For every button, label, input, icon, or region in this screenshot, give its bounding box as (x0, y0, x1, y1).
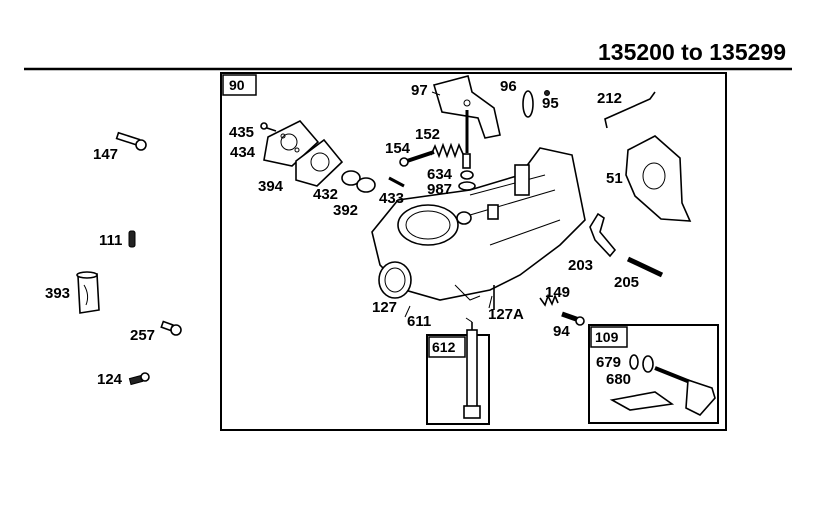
carburetor-body-127-icon (371, 147, 586, 310)
ring-392-icon (356, 177, 376, 193)
model-range-title: 135200 to 135299 (598, 39, 786, 65)
gasket-51-icon (625, 135, 692, 222)
label-96: 96 (500, 78, 517, 95)
pin-205-icon (626, 256, 664, 278)
label-435: 435 (229, 124, 254, 141)
label-987: 987 (427, 181, 452, 198)
label-679: 679 (596, 354, 621, 371)
plug-96-icon (522, 90, 534, 118)
label-680: 680 (606, 371, 631, 388)
pin-433-icon (388, 176, 405, 188)
label-212: 212 (597, 90, 622, 107)
gasket-394-icon (295, 138, 344, 187)
washer-680-icon (642, 355, 654, 373)
label-124: 124 (97, 371, 123, 388)
label-95: 95 (542, 95, 559, 112)
screw-257-icon (160, 320, 182, 336)
pin-111-icon (128, 230, 136, 248)
spring-149-icon (539, 293, 559, 307)
assembly-box-612-label: 612 (432, 339, 456, 355)
label-51: 51 (606, 170, 623, 187)
assembly-box-109 (588, 324, 719, 424)
bowl-stem-611-icon (463, 322, 481, 419)
label-149: 149 (545, 284, 570, 301)
screw-147-icon (115, 131, 147, 151)
spring-432-icon (341, 170, 361, 186)
screw-94-icon (561, 311, 585, 326)
label-433: 433 (379, 190, 404, 207)
label-393: 393 (45, 285, 70, 302)
label-203: 203 (568, 257, 593, 274)
spring-152-icon (430, 142, 464, 159)
assembly-box-90-tab (222, 74, 257, 96)
label-97: 97 (411, 82, 428, 99)
lever-203-icon (589, 212, 617, 258)
assembly-box-612 (426, 334, 490, 425)
label-94: 94 (553, 323, 570, 340)
label-257: 257 (130, 327, 155, 344)
label-205: 205 (614, 274, 639, 291)
assembly-box-90 (220, 72, 727, 431)
label-392: 392 (333, 202, 358, 219)
label-394: 394 (258, 178, 284, 195)
label-152: 152 (415, 126, 440, 143)
label-111: 111 (99, 232, 122, 249)
label-127: 127 (372, 299, 397, 316)
screw-634-icon (462, 153, 471, 169)
assembly-box-109-tab (590, 326, 628, 348)
label-127a: 127A (488, 306, 524, 323)
assembly-box-612-tab (428, 336, 466, 358)
shaft-109-icon (609, 366, 716, 416)
ring-679-icon (629, 354, 639, 370)
screw-124-icon (128, 372, 150, 386)
sleeve-393-icon (76, 271, 100, 314)
link-212-icon (604, 91, 656, 129)
washer-987-icon (458, 170, 476, 191)
assembly-box-109-label: 109 (595, 329, 619, 345)
assembly-box-90-label: 90 (229, 77, 245, 93)
bracket-97-icon (432, 75, 501, 153)
label-611: 611 (407, 313, 431, 330)
screw-435-icon (260, 122, 277, 132)
label-432: 432 (313, 186, 338, 203)
label-634: 634 (427, 166, 453, 183)
label-147: 147 (93, 146, 118, 163)
label-434: 434 (230, 144, 256, 161)
label-154: 154 (385, 140, 411, 157)
screw-154-icon (399, 150, 435, 167)
screw-95-icon (544, 90, 550, 96)
